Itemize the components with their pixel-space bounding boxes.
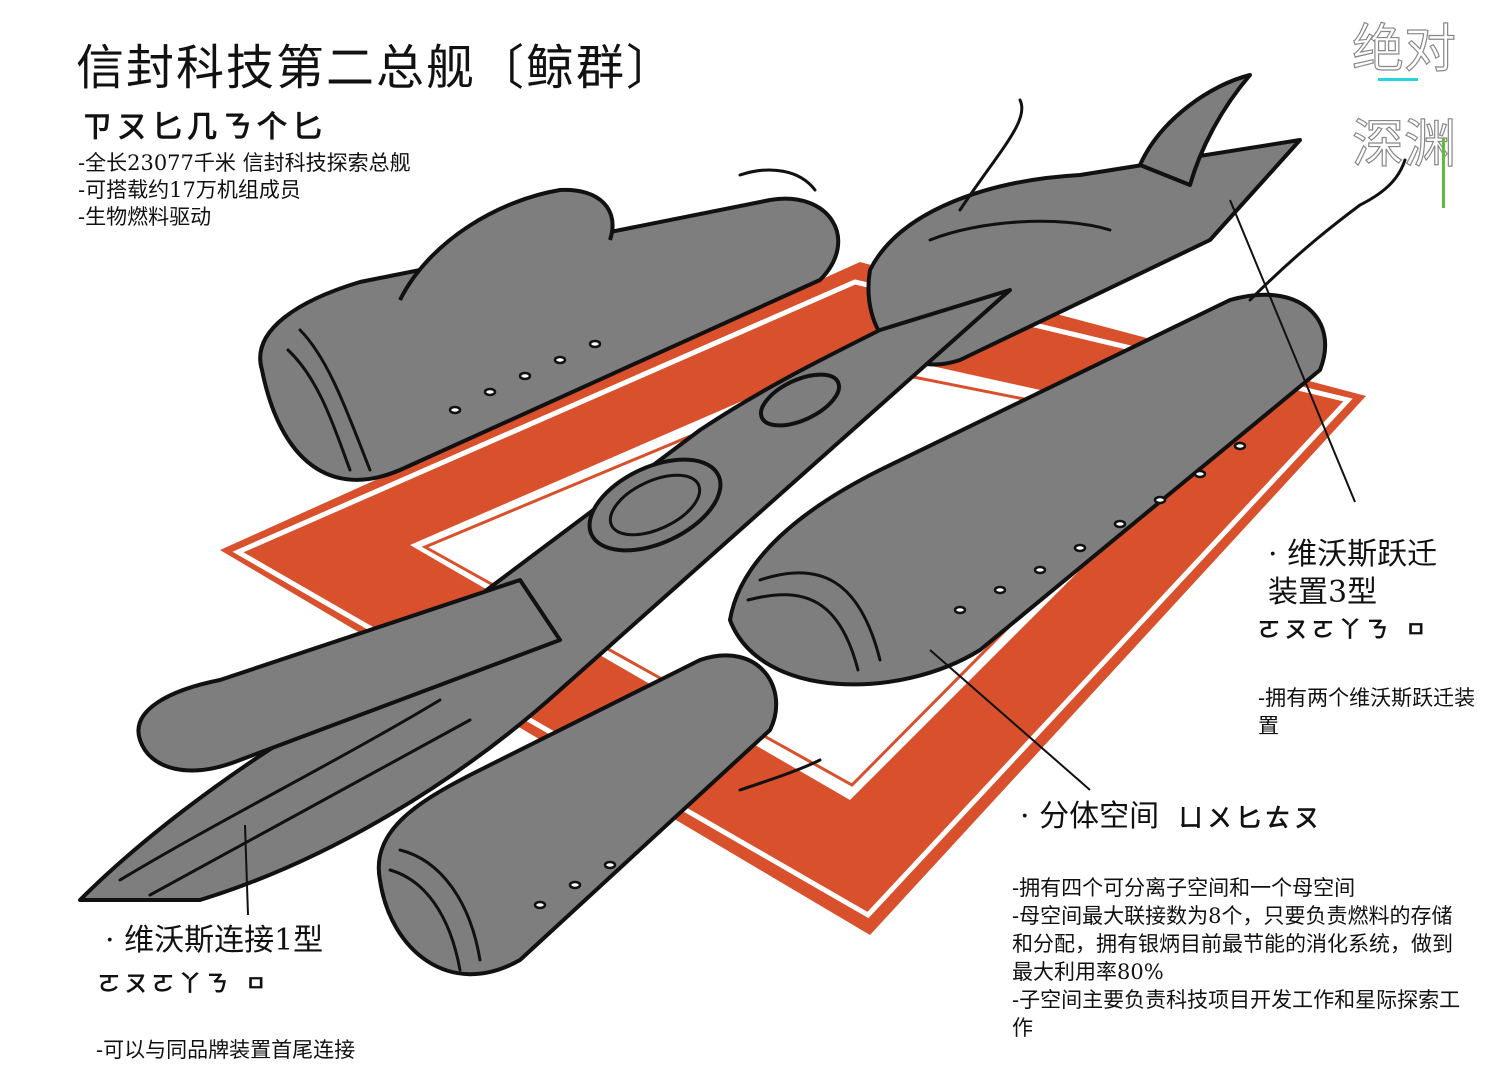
logo-cyan-stroke [1378,78,1418,81]
logo-green-stroke [1442,138,1445,208]
logo-line-1: 绝对 [1351,19,1457,80]
spec-crew: -可搭载约17万机组成员 [78,178,301,202]
spec-power: -生物燃料驱动 [78,205,212,229]
callout-warp-label: · 维沃斯跃迁 [1268,537,1438,572]
big-right-pod [728,292,1327,687]
brand-logo: 绝对 深渊 [1346,19,1476,220]
callout-connect-script: ㄛㄡㄛ丫ㄋ ㅁ [98,972,271,997]
central-spine [78,288,1012,902]
callout-warp-label-2: 装置3型 [1268,575,1378,610]
callout-split-script: ㄩㄨ匕ㄊㄡ [1178,804,1324,832]
callout-split-space: · 分体空间 ㄩㄨ匕ㄊㄡ [1020,798,1324,837]
callout-warp-note: -拥有两个维沃斯跃迁装置 [1258,686,1476,738]
callout-split-notes: -拥有四个可分离子空间和一个母空间 -母空间最大联接数为8个，只要负责燃料的存储… [1012,874,1462,1042]
spec-list: -全长23077千米 信封科技探索总舰 -可搭载约17万机组成员 -生物燃料驱动 [78,150,411,231]
split-note-1: -拥有四个可分离子空间和一个母空间 [1012,876,1356,900]
split-note-2: -母空间最大联接数为8个，只要负责燃料的存储和分配，拥有银炳目前最节能的消化系统… [1012,904,1453,984]
callout-warp-script: ㄛㄡㄛ丫ㄋ ㅁ [1258,618,1431,643]
logo-line-2: 深渊 [1351,114,1457,175]
callout-connect-label: · 维沃斯连接1型 [105,923,324,958]
callout-warp-device: · 维沃斯跃迁 装置3型 [1268,536,1437,612]
callout-split-label: · 分体空间 [1020,799,1160,834]
page-title: 信封科技第二总舰〔鲸群〕 [76,40,677,96]
leader-lines [244,199,1356,916]
top-left-pod [258,168,841,482]
antennae [738,98,1407,792]
title-alien-script: ㄗㄡ匕几ㄋ个匕 [82,110,327,145]
spec-length: -全长23077千米 信封科技探索总舰 [78,151,411,175]
split-note-3: -子空间主要负责科技项目开发工作和星际探索工作 [1012,988,1461,1040]
hull-windows [448,339,1247,910]
callout-connect-note: -可以与同品牌装置首尾连接 [96,1038,356,1062]
front-left-pod [136,578,562,773]
bottom-pod [376,653,779,977]
